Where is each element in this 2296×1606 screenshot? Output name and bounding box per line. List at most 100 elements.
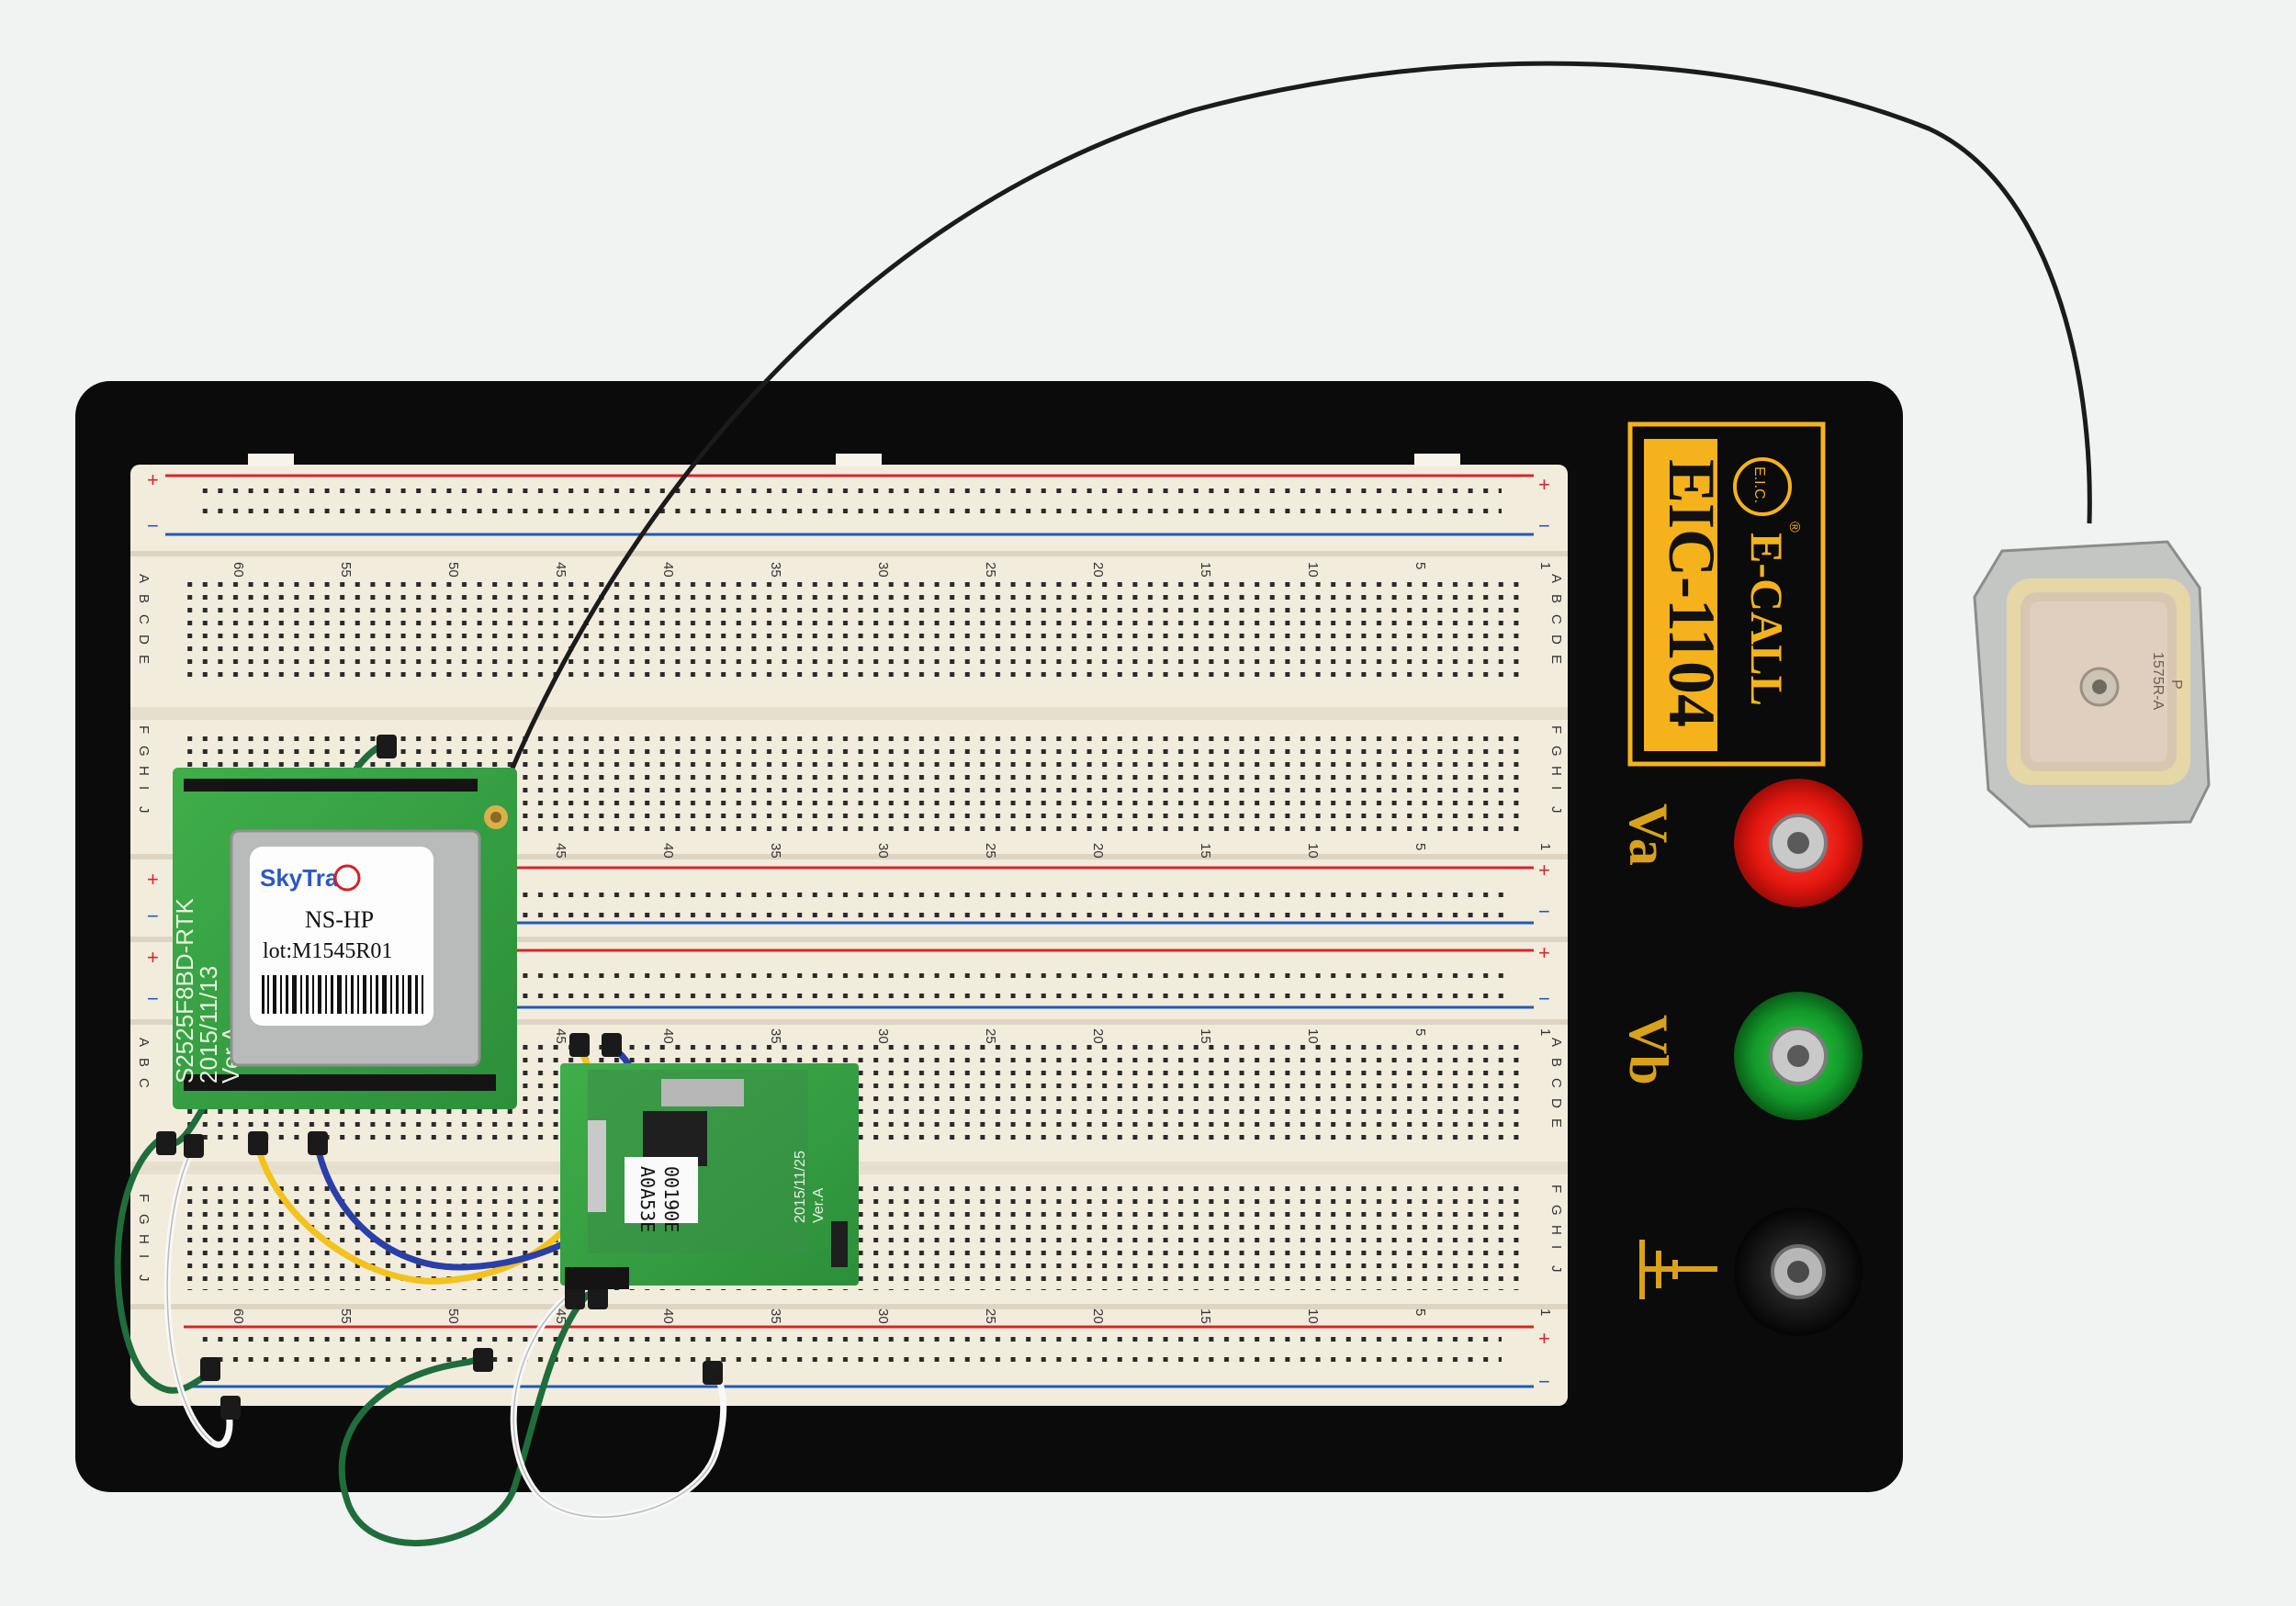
green-wire-2 xyxy=(114,1135,215,1394)
column-number: 40 xyxy=(660,562,676,578)
row-letter-E: E xyxy=(136,655,152,664)
column-number: 40 xyxy=(660,843,676,859)
row-letter-H-right: H xyxy=(1548,766,1564,776)
column-number: 25 xyxy=(983,843,998,859)
row-letter-D-lower-right: D xyxy=(1548,1098,1564,1108)
row-letter-A-lower: A xyxy=(136,1038,152,1047)
column-number: 15 xyxy=(1198,562,1213,578)
row-letter-G-right: G xyxy=(1548,746,1564,757)
antenna-cable xyxy=(493,61,2092,809)
binding-post-black[interactable] xyxy=(1734,1207,1863,1336)
rail-minus-top-right: − xyxy=(1538,514,1550,537)
column-number: 40 xyxy=(660,1308,676,1324)
rail-plus-bottom-right: + xyxy=(1538,1327,1550,1350)
column-number: 10 xyxy=(1305,1028,1321,1044)
column-number: 30 xyxy=(875,1308,891,1324)
column-number: 35 xyxy=(768,1308,783,1324)
rail-plus-mid2-right: + xyxy=(1538,941,1550,964)
row-letter-I-lower: I xyxy=(136,1254,152,1258)
column-number: 1 xyxy=(1537,1028,1553,1036)
column-number: 35 xyxy=(768,843,783,859)
column-number: 5 xyxy=(1412,1028,1428,1036)
row-letter-D-right: D xyxy=(1548,635,1564,645)
row-letter-H: H xyxy=(136,766,152,776)
rail-plus-mid1-left: + xyxy=(147,868,159,891)
column-number: 5 xyxy=(1412,1308,1428,1316)
row-letter-C: C xyxy=(136,614,152,624)
row-letter-F-lower: F xyxy=(136,1194,152,1202)
radio-label-line1: A0A53E xyxy=(636,1166,658,1232)
gnss-board-print: S2525F8BD-RTK xyxy=(171,898,198,1084)
ground-icon xyxy=(1639,1240,1717,1299)
column-number: 30 xyxy=(875,1028,891,1044)
rail-plus-top-right: + xyxy=(1538,473,1550,496)
column-number: 20 xyxy=(1090,562,1106,578)
row-letter-B-lower: B xyxy=(136,1058,152,1067)
column-number: 60 xyxy=(231,1308,246,1324)
rail-markings: + − + − + − + − + − + − + − xyxy=(147,468,1550,1393)
column-number: 50 xyxy=(445,1308,461,1324)
rail-minus-bottom-right: − xyxy=(1538,1370,1550,1393)
column-number: 25 xyxy=(983,562,998,578)
row-letter-J-right: J xyxy=(1548,806,1564,814)
radio-module-board: A0A53E 00190E 2015/11/25 Ver.A xyxy=(560,1063,859,1289)
gnss-module-board: S2525F8BD-RTK 2015/11/13 Ver.A SkyTra NS… xyxy=(171,768,517,1109)
gnss-lot-number: lot:M1545R01 xyxy=(263,939,392,963)
column-number: 20 xyxy=(1090,843,1106,859)
column-number: 50 xyxy=(445,562,461,578)
row-letter-A-right: A xyxy=(1548,574,1564,583)
terminal-labels: Va Vb xyxy=(1618,803,1679,1085)
radio-label-line2: 00190E xyxy=(660,1166,682,1232)
gnss-date-print: 2015/11/13 xyxy=(195,966,222,1084)
gps-patch-antenna: 1575R-A P xyxy=(1973,540,2211,828)
row-letter-G-lower: G xyxy=(136,1214,152,1225)
rail-plus-top-left: + xyxy=(147,468,159,491)
row-letter-I-right: I xyxy=(1548,786,1564,790)
column-number: 45 xyxy=(553,843,568,859)
row-letters: A B C D E F G H I J A B C D E F G H I J xyxy=(136,574,1564,1282)
row-letter-F: F xyxy=(136,725,152,734)
skytraq-logo: SkyTra xyxy=(260,864,339,892)
column-number: 10 xyxy=(1305,562,1321,578)
column-number: 40 xyxy=(660,1028,676,1044)
column-number: 60 xyxy=(231,562,246,578)
column-number: 15 xyxy=(1198,843,1213,859)
row-letter-J-lower: J xyxy=(136,1275,152,1282)
column-number: 30 xyxy=(875,562,891,578)
column-number: 5 xyxy=(1412,843,1428,850)
column-number: 55 xyxy=(338,562,354,578)
row-letter-E-right: E xyxy=(1548,655,1564,664)
column-number: 20 xyxy=(1090,1308,1106,1324)
row-letter-C-lower-right: C xyxy=(1548,1078,1564,1088)
radio-rev-print: Ver.A xyxy=(811,1187,827,1223)
wire-plugs xyxy=(156,735,723,1420)
column-number: 1 xyxy=(1537,843,1553,850)
row-letter-A: A xyxy=(136,574,152,583)
rail-plus-mid2-left: + xyxy=(147,946,159,969)
radio-date-print: 2015/11/25 xyxy=(793,1151,808,1223)
row-letter-E-lower-right: E xyxy=(1548,1118,1564,1128)
antenna-sub-marking: P xyxy=(2168,679,2184,690)
column-number: 10 xyxy=(1305,843,1321,859)
binding-post-red[interactable] xyxy=(1734,779,1863,907)
antenna-marking: 1575R-A xyxy=(2150,652,2166,710)
column-number: 15 xyxy=(1198,1308,1213,1324)
gnss-product-name: NS-HP xyxy=(305,906,374,933)
row-letter-B: B xyxy=(136,594,152,603)
row-letter-C-right: C xyxy=(1548,614,1564,624)
row-letter-H-lower-right: H xyxy=(1548,1225,1564,1235)
white-wire-2-outline xyxy=(512,1294,717,1518)
row-letter-F-lower-right: F xyxy=(1548,1185,1564,1193)
rail-minus-mid1-right: − xyxy=(1538,900,1550,923)
rail-minus-mid2-left: − xyxy=(147,987,159,1010)
row-letter-J: J xyxy=(136,806,152,814)
binding-post-green[interactable] xyxy=(1734,992,1863,1120)
row-letter-G-lower-right: G xyxy=(1548,1205,1564,1216)
row-letter-C-lower: C xyxy=(136,1078,152,1088)
row-letter-A-lower-right: A xyxy=(1548,1038,1564,1047)
column-number: 45 xyxy=(553,1308,568,1324)
plaque-logo-mark: E.I.C. xyxy=(1751,466,1767,503)
row-letter-F-right: F xyxy=(1548,725,1564,734)
column-number: 45 xyxy=(553,562,568,578)
